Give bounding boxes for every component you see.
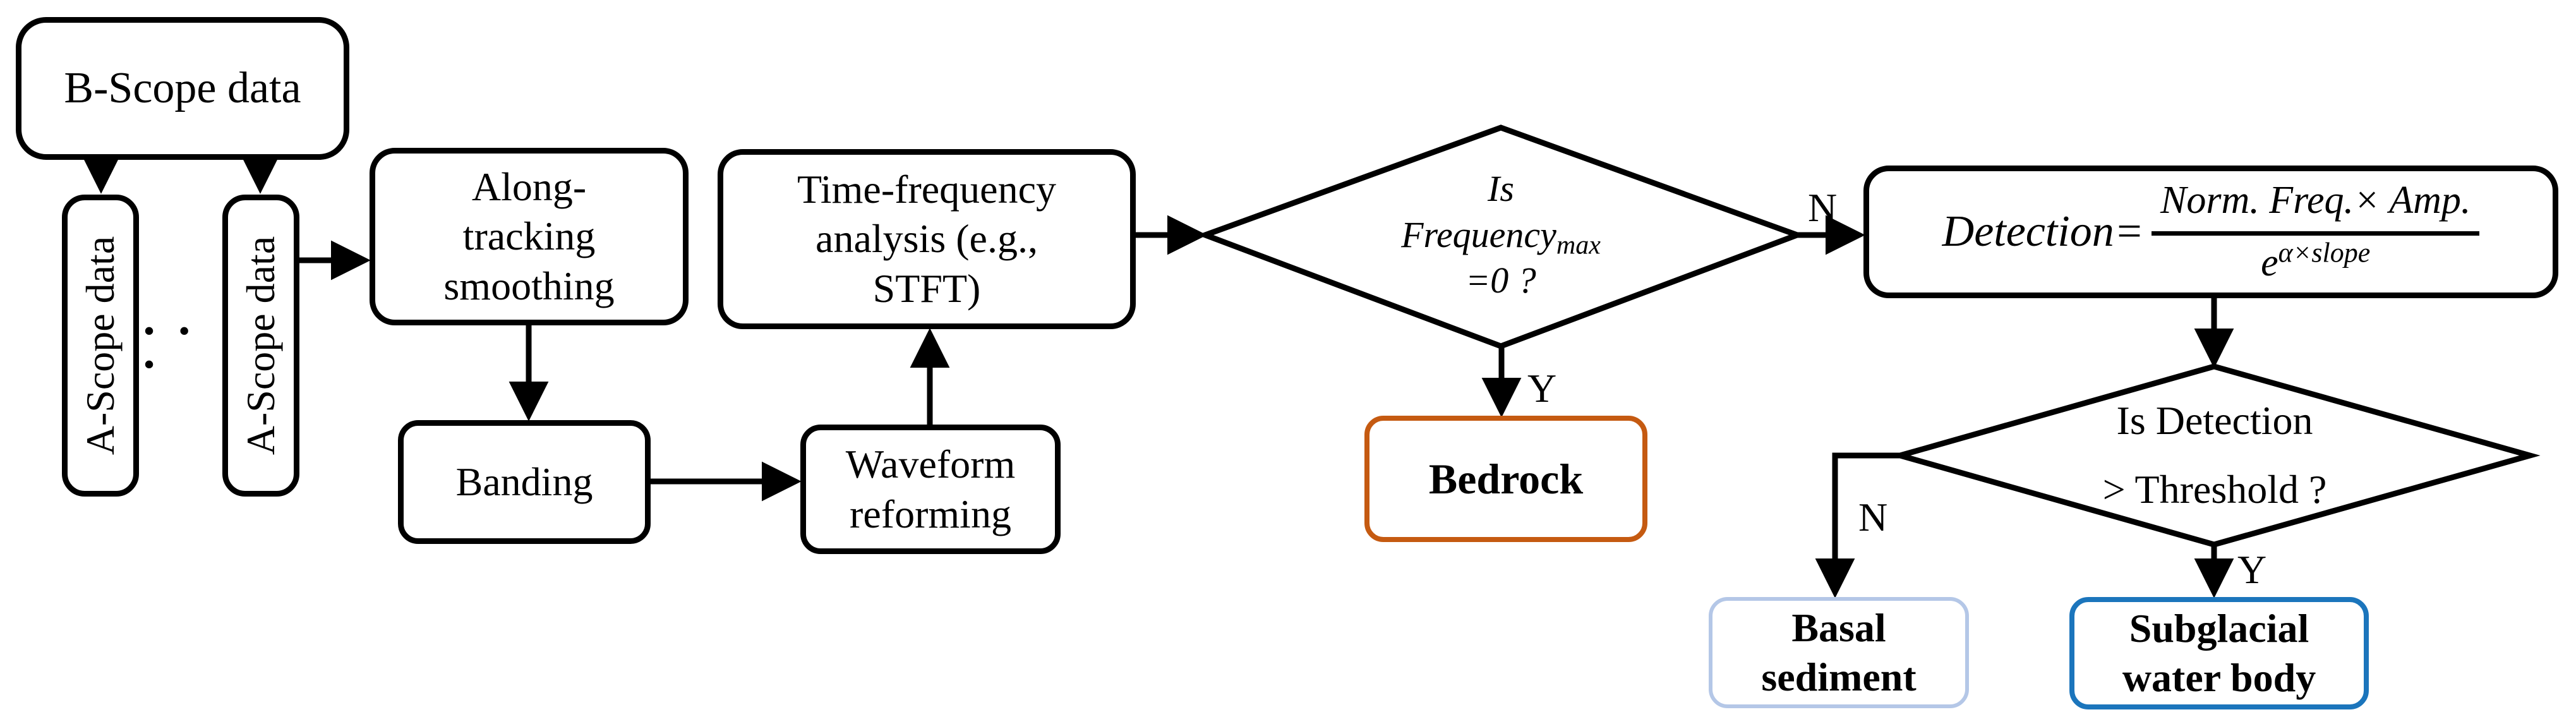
node-time-frequency-analysis: Time-frequency analysis (e.g., STFT) (718, 149, 1136, 329)
time-freq-line2: analysis (e.g., (816, 216, 1038, 262)
waveform-line2: reforming (850, 491, 1011, 536)
node-banding: Banding (398, 420, 651, 544)
node-a-scope-data-2: A-Scope data (222, 195, 299, 497)
node-b-scope-data: B-Scope data (16, 17, 349, 160)
formula-fraction: Norm. Freq.× Amp. eα×slope (2152, 177, 2480, 287)
node-subglacial-water-body: Subglacial water body (2069, 597, 2369, 709)
along-tracking-line3: smoothing (443, 263, 615, 308)
threshold-line1: Is Detection (2116, 398, 2313, 443)
time-freq-line3: STFT) (872, 265, 981, 311)
edge-label-y-threshold: Y (2237, 547, 2267, 592)
subglacial-line1: Subglacial (2129, 605, 2309, 651)
basal-line2: sediment (1761, 655, 1917, 699)
edge-label-n-threshold: N (1858, 495, 1888, 540)
ellipsis-dots: • • • (144, 315, 198, 380)
freq-max-line1: Is (1488, 168, 1514, 210)
node-along-tracking-smoothing: Along- tracking smoothing (370, 148, 689, 325)
formula-denominator: eα×slope (2261, 236, 2371, 284)
decision-frequency-max-text: Is Frequencymax =0 ? (1343, 166, 1659, 305)
along-tracking-line1: Along- (471, 164, 587, 210)
waveform-line1: Waveform (845, 442, 1016, 487)
freq-max-line2: Frequencymax (1401, 214, 1601, 260)
a-scope-1-label: A-Scope data (77, 236, 123, 456)
node-basal-sediment: Basal sediment (1709, 597, 1969, 708)
time-freq-line1: Time-frequency (797, 167, 1056, 212)
formula-lhs: Detection= (1942, 207, 2144, 256)
threshold-line2: > Threshold ? (2102, 467, 2327, 512)
edge-diamond2-n-to-basal (1815, 452, 1900, 598)
a-scope-2-label: A-Scope data (238, 236, 283, 456)
formula-numerator: Norm. Freq.× Amp. (2152, 177, 2480, 236)
node-detection-formula: Detection= Norm. Freq.× Amp. eα×slope (1863, 166, 2558, 298)
node-waveform-reforming: Waveform reforming (800, 425, 1061, 554)
b-scope-label: B-Scope data (64, 64, 301, 113)
subglacial-line2: water body (2122, 655, 2316, 700)
freq-max-line3: =0 ? (1466, 260, 1536, 301)
along-tracking-line2: tracking (462, 214, 596, 259)
decision-threshold-text: Is Detection > Threshold ? (2025, 384, 2404, 527)
bedrock-label: Bedrock (1428, 454, 1584, 503)
node-bedrock: Bedrock (1364, 416, 1647, 542)
node-a-scope-data-1: A-Scope data (62, 195, 139, 497)
edge-label-n-frequency: N (1808, 185, 1838, 230)
basal-line1: Basal (1791, 605, 1886, 650)
decision-frequency-max-diamond (1197, 124, 1806, 349)
banding-label: Banding (455, 459, 593, 504)
decision-threshold-diamond (1889, 363, 2541, 548)
edge-label-y-frequency: Y (1527, 366, 1557, 411)
